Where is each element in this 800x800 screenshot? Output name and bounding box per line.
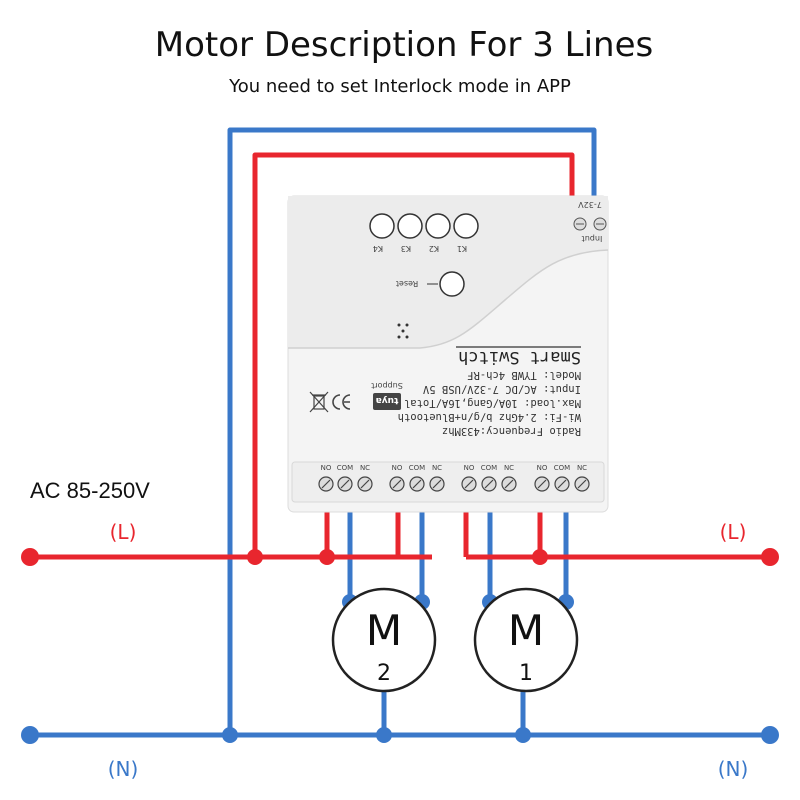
terminal-label: NO [537,464,548,472]
reset-button [439,271,465,297]
weee-bin-icon [309,391,329,413]
live-junction [247,549,263,565]
key-label-k4: K4 [373,244,383,253]
live-label-left: (L) [110,520,137,544]
supply-voltage-label: AC 85-250V [30,478,150,503]
terminal-label: NO [464,464,475,472]
spec-line: Wi-Fi: 2.4Ghz b/g/n+Bluetooth [398,411,581,423]
neutral-to-input [227,127,597,735]
spec-line: Max.load: 10A/Gang,16A/Total [404,397,581,409]
terminal-label: NO [392,464,403,472]
live-label-right: (L) [720,520,747,544]
key-label-k3: K3 [401,244,411,253]
smart-switch-module: 7-32V Input K4 K3 K2 K1 Reset Radio Freq… [287,195,609,513]
live-terminal-left [21,548,39,566]
device-name: Smart Switch [458,347,581,367]
terminal-label: COM [337,464,353,472]
live-to-input [252,152,575,557]
motor-2: M 2 [331,587,437,693]
key-label-k2: K2 [429,244,439,253]
motor-1-letter: M [508,606,544,655]
neutral-terminal-right [761,726,779,744]
neutral-label-right: (N) [718,757,749,781]
terminal-screw-slots [321,479,587,489]
reset-label: Reset [396,279,418,288]
device-specs: Radio Frequency:433Mhz Wi-Fi: 2.4Ghz b/g… [398,346,581,437]
neutral-label-left: (N) [108,757,139,781]
terminal-block [291,461,605,503]
motor-1: M 1 [473,587,579,693]
tuya-logo-box [373,393,401,410]
terminal-label: NO [321,464,332,472]
input-voltage-label: 7-32V [578,200,602,209]
motor-1-body [473,587,579,693]
terminal-label: NC [504,464,514,472]
terminal-labels: NO COM NC NO COM NC NO COM NC NO COM NC [321,464,588,472]
page-subtitle: You need to set Interlock mode in APP [228,76,571,97]
spec-line: Model: TYWB 4ch-RF [467,369,581,381]
key-label-k1: K1 [457,244,467,253]
neutral-junction [222,727,238,743]
spec-line: Radio Frequency:433Mhz [442,425,581,437]
motor-1-number: 1 [519,661,533,686]
tuya-logo: tuya [376,395,399,405]
motor-2-number: 2 [377,661,391,686]
channel-button-k4 [369,213,395,239]
channel-button-k1 [453,213,479,239]
neutral-junction [515,727,531,743]
tuya-support-label: Support [371,381,403,390]
motor-2-body [331,587,437,693]
neutral-junction [376,727,392,743]
terminal-label: COM [409,464,425,472]
status-leds [397,323,409,339]
neutral-terminal-left [21,726,39,744]
live-junction [532,549,548,565]
channel-button-k3 [397,213,423,239]
ce-mark [332,394,351,410]
input-port-label: Input [582,234,603,243]
terminal-label: COM [481,464,497,472]
page-title: Motor Description For 3 Lines [155,25,653,65]
live-junction [319,549,335,565]
motor-2-letter: M [366,606,402,655]
terminal-label: NC [577,464,587,472]
live-terminal-right [761,548,779,566]
channel-button-k2 [425,213,451,239]
terminal-label: NC [432,464,442,472]
spec-line: Input: AC/DC 7-32V/USB 5V [422,383,581,395]
terminal-label: COM [554,464,570,472]
terminal-label: NC [360,464,370,472]
